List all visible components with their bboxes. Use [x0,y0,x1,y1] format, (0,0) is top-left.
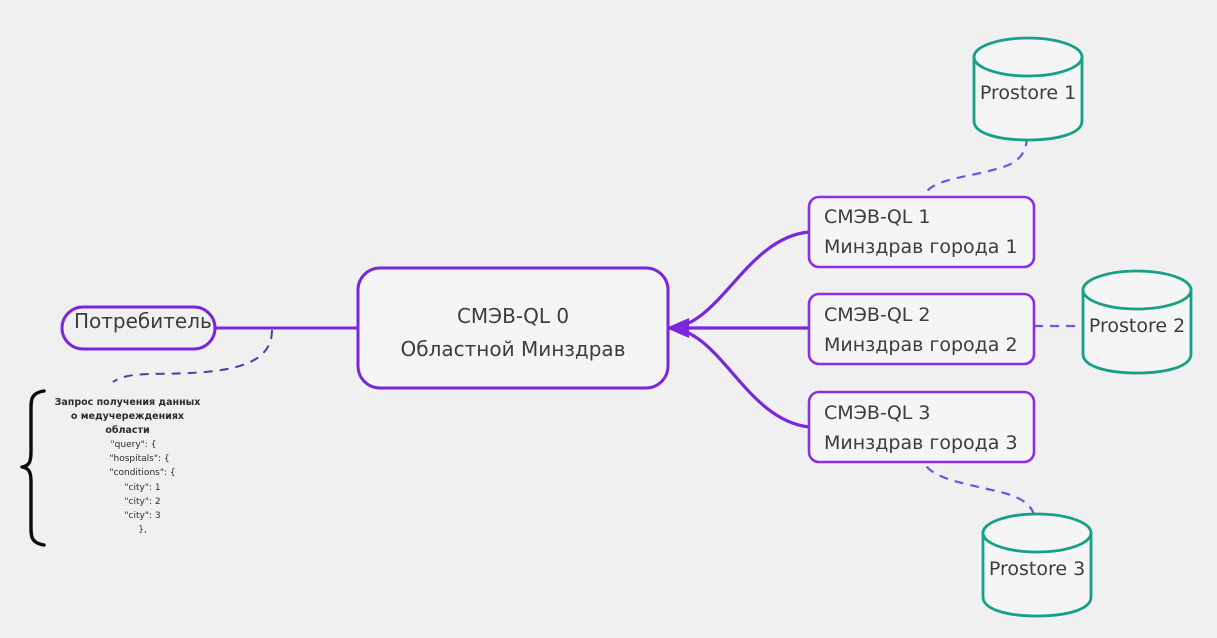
node-store-3[interactable] [981,512,1093,618]
node-central[interactable] [356,266,670,390]
node-branch-1[interactable] [807,195,1036,269]
node-branch-2[interactable] [807,292,1036,366]
node-branch-3[interactable] [807,390,1036,464]
arrowhead-into-central [666,318,689,338]
edge-branch-3-to-store-3 [919,451,1038,523]
edge-branch-1-to-store-1 [920,137,1029,206]
annotation-brace [20,389,46,547]
node-store-2[interactable] [1081,269,1193,375]
node-consumer[interactable] [60,305,217,351]
edge-consumer-to-annotation [112,329,273,383]
node-store-1[interactable] [972,36,1084,142]
